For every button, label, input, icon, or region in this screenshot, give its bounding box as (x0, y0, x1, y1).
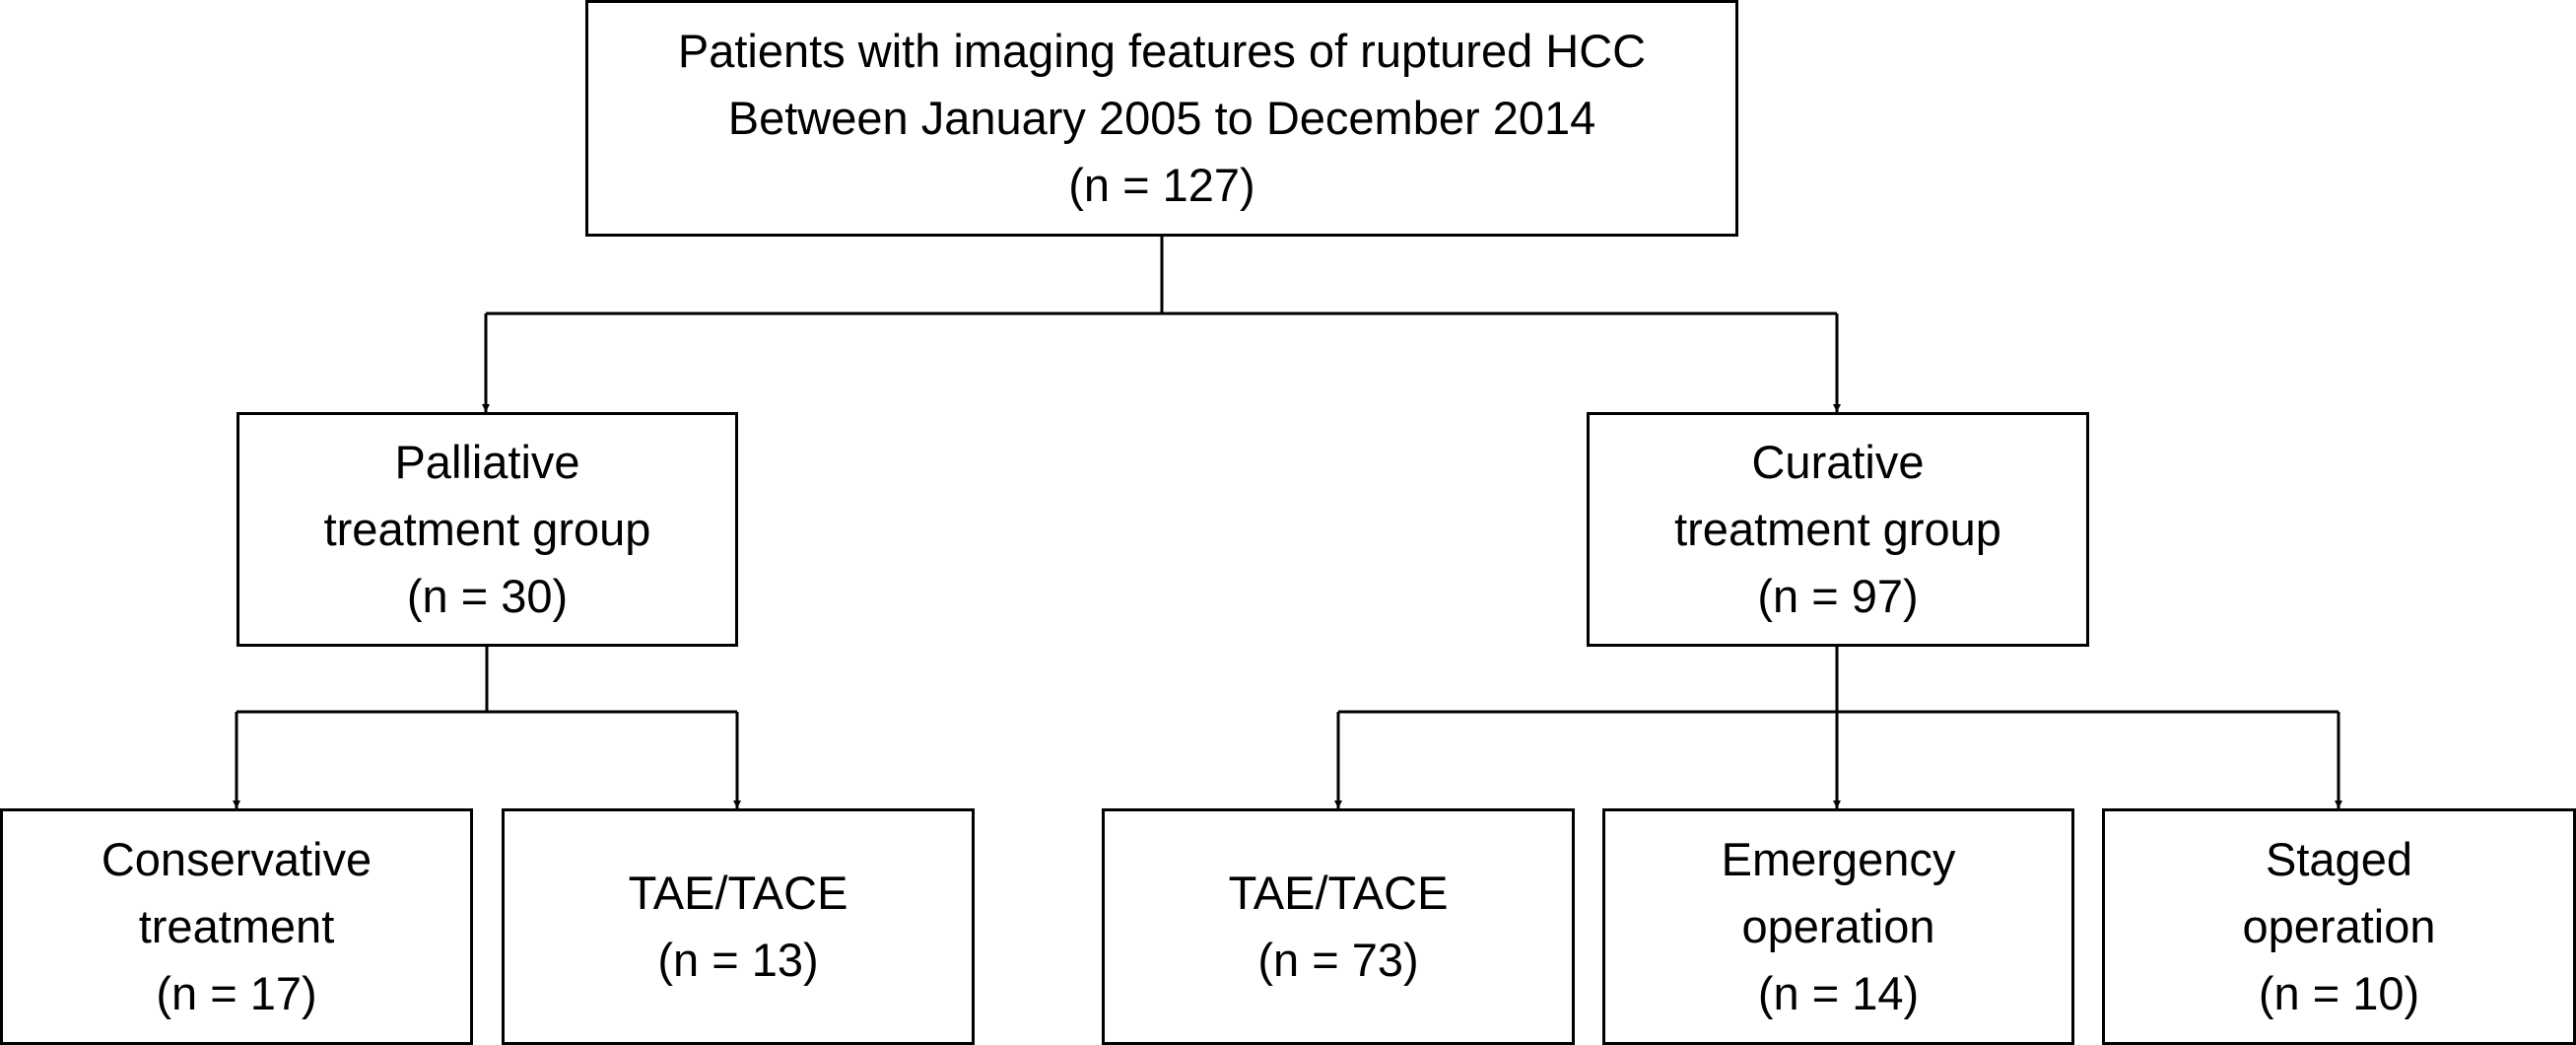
emergency-node-line-2: operation (1741, 900, 1935, 952)
staged-node-line-3: (n = 10) (2258, 967, 2420, 1019)
staged-node-line-1: Staged (2266, 833, 2412, 885)
palliative-tace-node-line-1: TAE/TACE (628, 867, 848, 919)
curative-node-line-1: Curative (1751, 436, 1925, 488)
root-node: Patients with imaging features of ruptur… (585, 0, 1738, 237)
conservative-treatment-node: Conservative treatment (n = 17) (0, 808, 473, 1045)
emergency-node-line-3: (n = 14) (1757, 967, 1920, 1019)
root-node-line-3: (n = 127) (1068, 159, 1255, 211)
curative-node-line-3: (n = 97) (1757, 570, 1919, 622)
staged-node-line-2: operation (2242, 900, 2436, 952)
palliative-group-node: Palliative treatment group (n = 30) (237, 412, 738, 647)
emergency-operation-node: Emergency operation (n = 14) (1602, 808, 2074, 1045)
root-node-line-1: Patients with imaging features of ruptur… (677, 25, 1647, 77)
curative-tace-node-line-2: (n = 73) (1257, 934, 1419, 986)
staged-operation-node: Staged operation (n = 10) (2102, 808, 2576, 1045)
curative-group-node: Curative treatment group (n = 97) (1587, 412, 2089, 647)
palliative-tace-node: TAE/TACE (n = 13) (502, 808, 975, 1045)
palliative-node-line-2: treatment group (323, 503, 651, 555)
conservative-node-line-1: Conservative (101, 833, 373, 885)
conservative-node-line-2: treatment (138, 900, 335, 952)
palliative-node-line-1: Palliative (394, 436, 580, 488)
curative-tace-node: TAE/TACE (n = 73) (1102, 808, 1575, 1045)
palliative-node-line-3: (n = 30) (406, 570, 569, 622)
root-node-line-2: Between January 2005 to December 2014 (727, 92, 1596, 144)
conservative-node-line-3: (n = 17) (156, 967, 317, 1019)
curative-node-line-2: treatment group (1674, 503, 2001, 555)
curative-tace-node-line-1: TAE/TACE (1228, 867, 1449, 919)
palliative-tace-node-line-2: (n = 13) (657, 934, 819, 986)
emergency-node-line-1: Emergency (1721, 833, 1956, 885)
